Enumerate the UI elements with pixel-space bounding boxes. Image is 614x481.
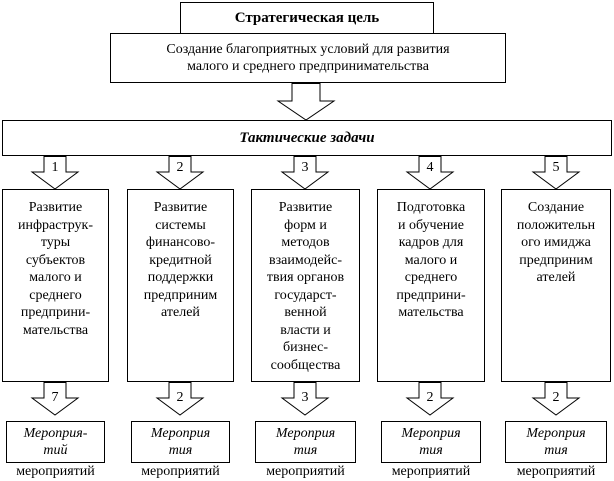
task-5-number: 5 (552, 160, 560, 175)
task-3-line: взаимодейс- (268, 252, 342, 268)
task-2-line: Развитие (153, 200, 208, 215)
task-4-line: мательства (398, 305, 464, 320)
task-2-line: предприним (143, 287, 218, 303)
strategic-goal-line-1: Создание благоприятных условий для разви… (166, 42, 450, 57)
measure-4-label: тия (419, 443, 443, 458)
measure-5-box: Мероприя тия (505, 421, 607, 463)
measure-1-box: Мероприя-тий (6, 421, 105, 463)
strategic-goal-title: Стратегическая цель (180, 2, 434, 34)
measure-3-count: 3 (301, 390, 309, 405)
measure-1-arrow (30, 382, 80, 416)
task-4-number: 4 (426, 160, 434, 175)
measure-2-box: Мероприя тия (131, 421, 230, 463)
task-3-line: твия органов (266, 270, 345, 285)
task-3-arrow (280, 156, 330, 190)
task-5-box: Создание положительн ого имиджа предприним а… (501, 189, 611, 382)
task-5-arrow (531, 156, 581, 190)
task-1-arrow (30, 156, 80, 190)
task-5-line: предприним (519, 252, 593, 268)
task-1-line: субъектов (25, 252, 86, 268)
task-2-line: поддержки (147, 270, 214, 285)
task-2-arrow (155, 156, 205, 190)
measure-3-caption: мероприятий (266, 464, 345, 479)
task-3-line: Развитие (278, 200, 333, 215)
measure-2-arrow (155, 382, 205, 416)
task-2-line: ателей (161, 305, 200, 320)
task-3-line: сообщества (270, 357, 341, 373)
task-4-line: малого и (404, 252, 458, 268)
task-4-box: Подготовка и обучение кадров для малого и ср… (377, 189, 485, 382)
task-4-line: предприни- (396, 287, 466, 303)
measure-5-label: тия (544, 443, 568, 458)
measure-4-caption: мероприятий (391, 464, 471, 479)
measure-4-label: Мероприя (401, 426, 461, 441)
measure-1-count: 7 (51, 390, 59, 405)
measure-5-label: Мероприя (526, 426, 586, 441)
task-5-line: ателей (536, 270, 576, 285)
strategic-goal-line-2: малого и среднего предпринимательства (187, 59, 429, 74)
measure-3-box: Мероприя тия (255, 421, 356, 463)
task-3-line: венной (284, 305, 327, 320)
strategic-goal-title-text: Стратегическая цель (234, 9, 380, 26)
task-2-box: Развитие системы финансово-кредитной поддер… (127, 189, 234, 382)
measure-4-arrow (405, 382, 455, 416)
task-1-line: туры (40, 235, 71, 250)
task-4-line: среднего (404, 270, 458, 285)
task-1-number: 1 (51, 160, 59, 175)
task-3-line: власти и (280, 322, 331, 338)
task-4-line: и обучение (397, 217, 465, 233)
task-4-line: Подготовка (396, 200, 466, 215)
measure-2-label: тия (168, 443, 193, 458)
task-5-line: положительн (516, 217, 596, 233)
measure-2-caption: мероприятий (141, 464, 220, 479)
measure-3-arrow (280, 382, 330, 416)
measure-3-label: тия (293, 443, 318, 458)
task-3-box: Развитие форм и методов взаимодейс-твия орг… (251, 189, 360, 382)
task-3-line: методов (281, 235, 330, 250)
task-3-number: 3 (301, 160, 309, 175)
task-1-line: предприни- (20, 305, 91, 320)
task-1-line: малого и (29, 270, 82, 285)
task-3-line: форм и (284, 217, 327, 233)
measure-4-count: 2 (426, 390, 434, 405)
measure-4-box: Мероприя тия (381, 421, 481, 463)
measure-2-count: 2 (176, 390, 184, 405)
measure-3-label: Мероприя (275, 426, 336, 441)
task-4-arrow (405, 156, 455, 190)
measure-5-caption: мероприятий (516, 464, 596, 479)
measure-2-label: Мероприя (150, 426, 211, 441)
measure-5-arrow (531, 382, 581, 416)
tactical-tasks-header: Тактические задачи (2, 120, 612, 156)
tactical-tasks-title: Тактические задачи (239, 129, 375, 146)
measure-5-count: 2 (552, 390, 560, 405)
measure-1-label: Мероприя- (23, 426, 88, 441)
strategic-to-tactical-arrow (276, 83, 336, 121)
strategic-goal-description: Создание благоприятных условий для разви… (110, 33, 506, 83)
measure-1-label: тий (43, 443, 68, 458)
task-2-line: кредитной (149, 252, 212, 268)
task-4-line: кадров для (398, 235, 464, 250)
task-1-line: мательства (22, 322, 89, 338)
task-1-line: Развитие (28, 200, 83, 215)
task-3-line: бизнес- (282, 340, 329, 355)
task-5-line: ого имиджа (521, 235, 591, 250)
task-5-line: Создание (527, 200, 585, 215)
task-1-line: инфраструк- (17, 217, 94, 233)
task-3-line: государст- (274, 287, 337, 303)
measure-1-caption: мероприятий (16, 464, 95, 479)
task-2-number: 2 (176, 160, 184, 175)
task-1-box: Развитие инфраструк-туры субъектов малого и… (2, 189, 109, 382)
task-2-line: системы (155, 217, 206, 233)
task-2-line: финансово- (145, 235, 216, 250)
task-1-line: среднего (29, 287, 82, 303)
